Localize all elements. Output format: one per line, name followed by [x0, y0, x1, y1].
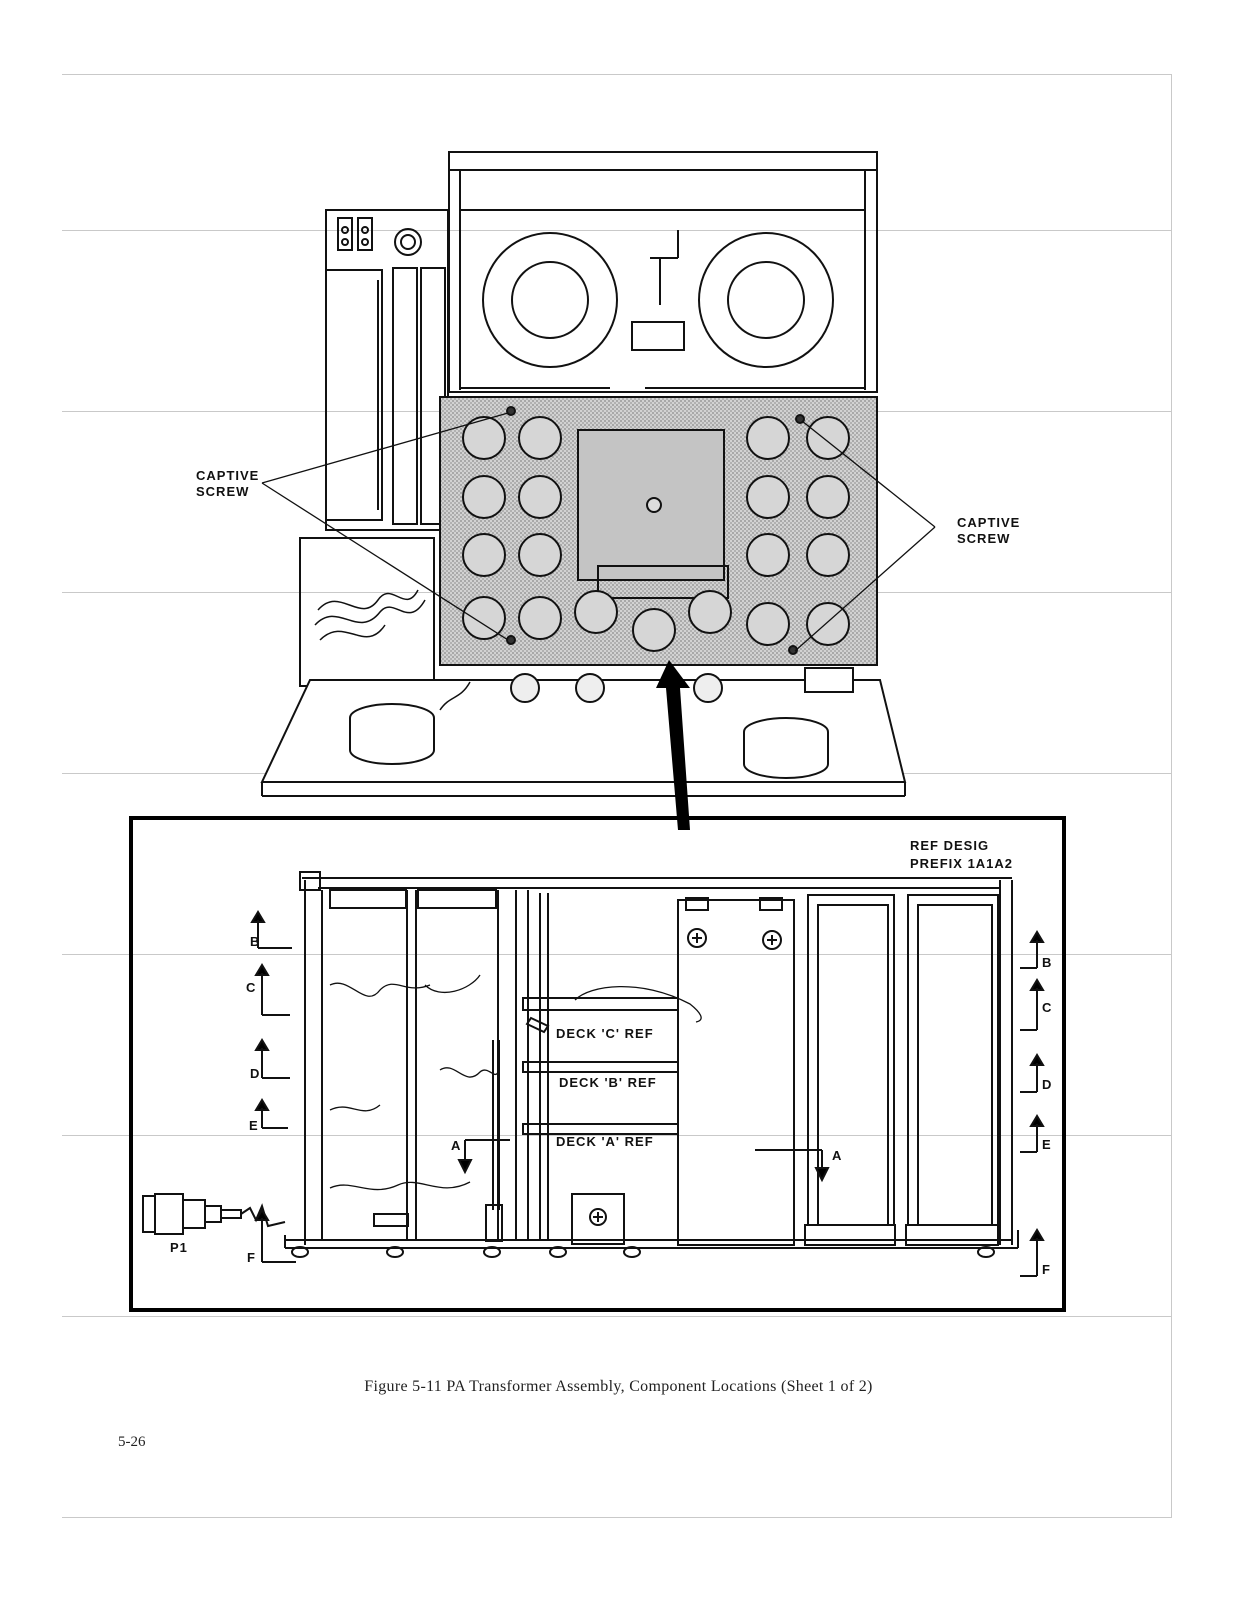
section-marker-letter: C — [246, 980, 257, 995]
section-a-letter: A — [451, 1138, 462, 1153]
deck-c-label: DECK 'C' REF — [556, 1026, 654, 1041]
scan-line — [62, 1135, 1172, 1136]
scan-line — [62, 954, 1172, 955]
detail-view — [142, 871, 1019, 1258]
page-number: 5-26 — [118, 1434, 146, 1450]
figure-caption: Figure 5-11 PA Transformer Assembly, Com… — [364, 1378, 873, 1395]
scan-line — [62, 1316, 1172, 1317]
filter-capacitors — [349, 703, 829, 779]
section-marker-letter: F — [1042, 1262, 1051, 1277]
mounting-feet — [291, 1246, 995, 1258]
section-marker-letter: E — [249, 1118, 259, 1133]
right-rule — [1171, 74, 1172, 1518]
connector-p1 — [142, 1193, 286, 1235]
view-pointer-arrow — [656, 660, 690, 830]
deck-a-label: DECK 'A' REF — [556, 1134, 654, 1149]
section-marker-letter: F — [247, 1250, 256, 1265]
toroid-left — [482, 232, 618, 368]
capacitor-array — [462, 416, 850, 652]
left-circuit-board — [325, 209, 449, 531]
section-marker-letter: D — [1042, 1077, 1053, 1092]
section-marker-letter: B — [1042, 955, 1053, 970]
top-rule — [62, 74, 1172, 75]
section-marker-letter: B — [250, 934, 261, 949]
section-marker-letter: D — [250, 1066, 261, 1081]
connector-p1-label: P1 — [170, 1240, 188, 1255]
section-a-letter: A — [832, 1148, 843, 1163]
bottom-rule — [62, 1517, 1172, 1518]
deck-b-label: DECK 'B' REF — [559, 1075, 657, 1090]
assembly-view — [260, 151, 936, 797]
mounting-bracket — [571, 1193, 625, 1245]
captive-screw-label-left: CAPTIVE SCREW — [196, 468, 260, 499]
section-markers-right — [1020, 930, 1045, 1277]
prefix-label: PREFIX 1A1A2 — [910, 856, 1014, 871]
section-marker-letter: E — [1042, 1137, 1052, 1152]
toroid-right — [698, 232, 834, 368]
detail-frame — [129, 816, 1066, 1312]
section-markers-left — [250, 910, 296, 1263]
ref-desig-label: REF DESIG — [910, 838, 990, 853]
captive-screw-label-right: CAPTIVE SCREW — [957, 515, 1021, 546]
section-marker-letter: C — [1042, 1000, 1053, 1015]
section-a-markers — [457, 1139, 830, 1183]
scan-line — [62, 230, 1172, 231]
